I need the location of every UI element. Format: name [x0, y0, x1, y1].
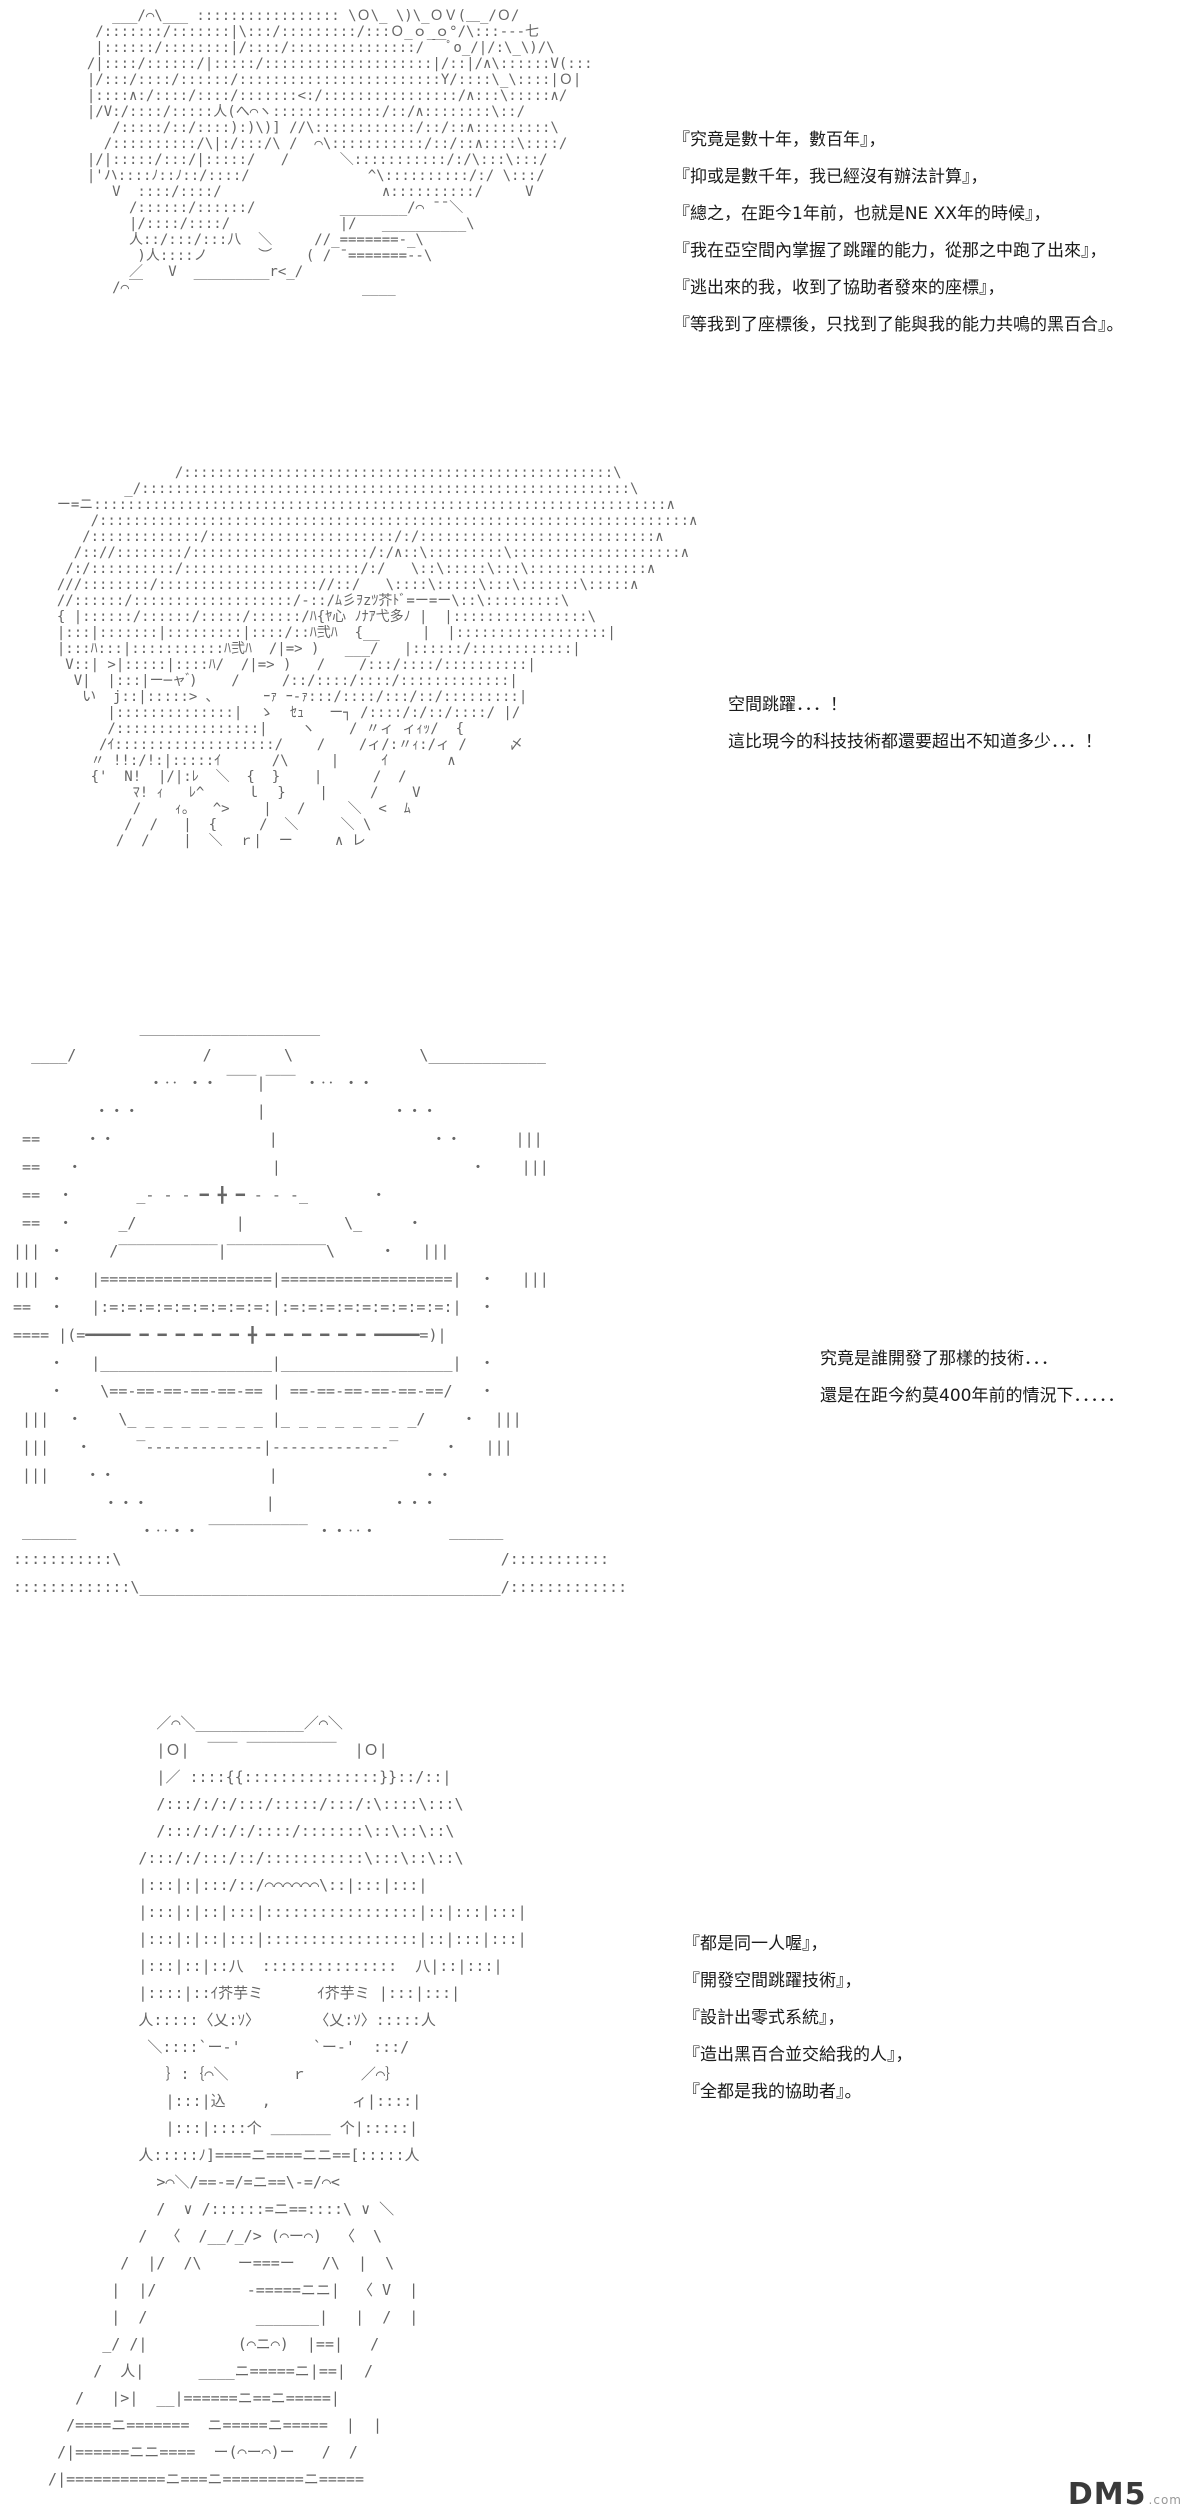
dialog-block-1: 『究竟是數十年，數百年』， 『抑或是數千年，我已經沒有辦法計算』， 『總之，在距…	[673, 122, 1124, 344]
dialog-line: 『我在亞空間內掌握了跳躍的能力，從那之中跑了出來』，	[673, 241, 1107, 261]
dialog-line: 『都是同一人喔』，	[683, 1934, 828, 1954]
dialog-line: 『究竟是數十年，數百年』，	[673, 130, 886, 150]
ascii-art-character-2: /:::::::::::::::::::::::::::::::::::::::…	[56, 465, 698, 849]
panel-1: ___/⌒\___ ::::::::::::::::: \Ｏ\_ \)\_ＯＶ(…	[0, 0, 1200, 450]
dialog-line: 『造出黑百合並交給我的人』，	[683, 2045, 913, 2065]
dialog-line: 『逃出來的我，收到了協助者發來的座標』，	[673, 278, 1005, 298]
dialog-line: 究竟是誰開發了那樣的技術．．．	[820, 1349, 1058, 1369]
dialog-block-2: 空間跳躍．．．！ 這比現今的科技技術都還要超出不知道多少．．．！	[728, 687, 1102, 761]
dialog-line: 『全都是我的協助者』。	[683, 2082, 862, 2102]
panel-2: /:::::::::::::::::::::::::::::::::::::::…	[0, 455, 1200, 975]
ascii-art-scope-target: ____________________ ____/ / \ \________…	[13, 1018, 628, 1596]
dialog-block-4: 『都是同一人喔』， 『開發空間跳躍技術』， 『設計出零式系統』， 『造出黑百合並…	[683, 1926, 913, 2111]
dialog-line: 『等我到了座標後，只找到了能與我的能力共鳴的黑百合』。	[673, 315, 1124, 335]
dialog-line: 『總之，在距今1年前，也就是NE XX年的時候』，	[673, 204, 1051, 224]
panel-4: ／⌒＼____________／⌒＼ |Ｏ| ￣￣ ￣￣￣￣￣￣ |Ｏ| |／ …	[0, 1700, 1200, 2520]
panel-3: ____________________ ____/ / \ \________…	[0, 1005, 1200, 1685]
dialog-line: 『開發空間跳躍技術』，	[683, 1971, 862, 1991]
ascii-art-character-3: ／⌒＼____________／⌒＼ |Ｏ| ￣￣ ￣￣￣￣￣￣ |Ｏ| |／ …	[48, 1714, 527, 2488]
dialog-line: 『抑或是數千年，我已經沒有辦法計算』，	[673, 167, 988, 187]
watermark-logo-text: DM5	[1067, 2477, 1147, 2512]
dialog-line: 『設計出零式系統』，	[683, 2008, 845, 2028]
dialog-line: 這比現今的科技技術都還要超出不知道多少．．．！	[728, 732, 1102, 752]
dialog-block-3: 究竟是誰開發了那樣的技術．．． 還是在距今約莫400年前的情況下．．．．．	[820, 1341, 1124, 1415]
dialog-line: 還是在距今約莫400年前的情況下．．．．．	[820, 1386, 1125, 1406]
dialog-line: 空間跳躍．．．！	[728, 695, 847, 715]
watermark-suffix: .com	[1148, 2493, 1182, 2507]
ascii-art-character-1: ___/⌒\___ ::::::::::::::::: \Ｏ\_ \)\_ＯＶ(…	[86, 8, 593, 296]
dm5-watermark-logo: DM5.com	[1068, 2477, 1182, 2512]
